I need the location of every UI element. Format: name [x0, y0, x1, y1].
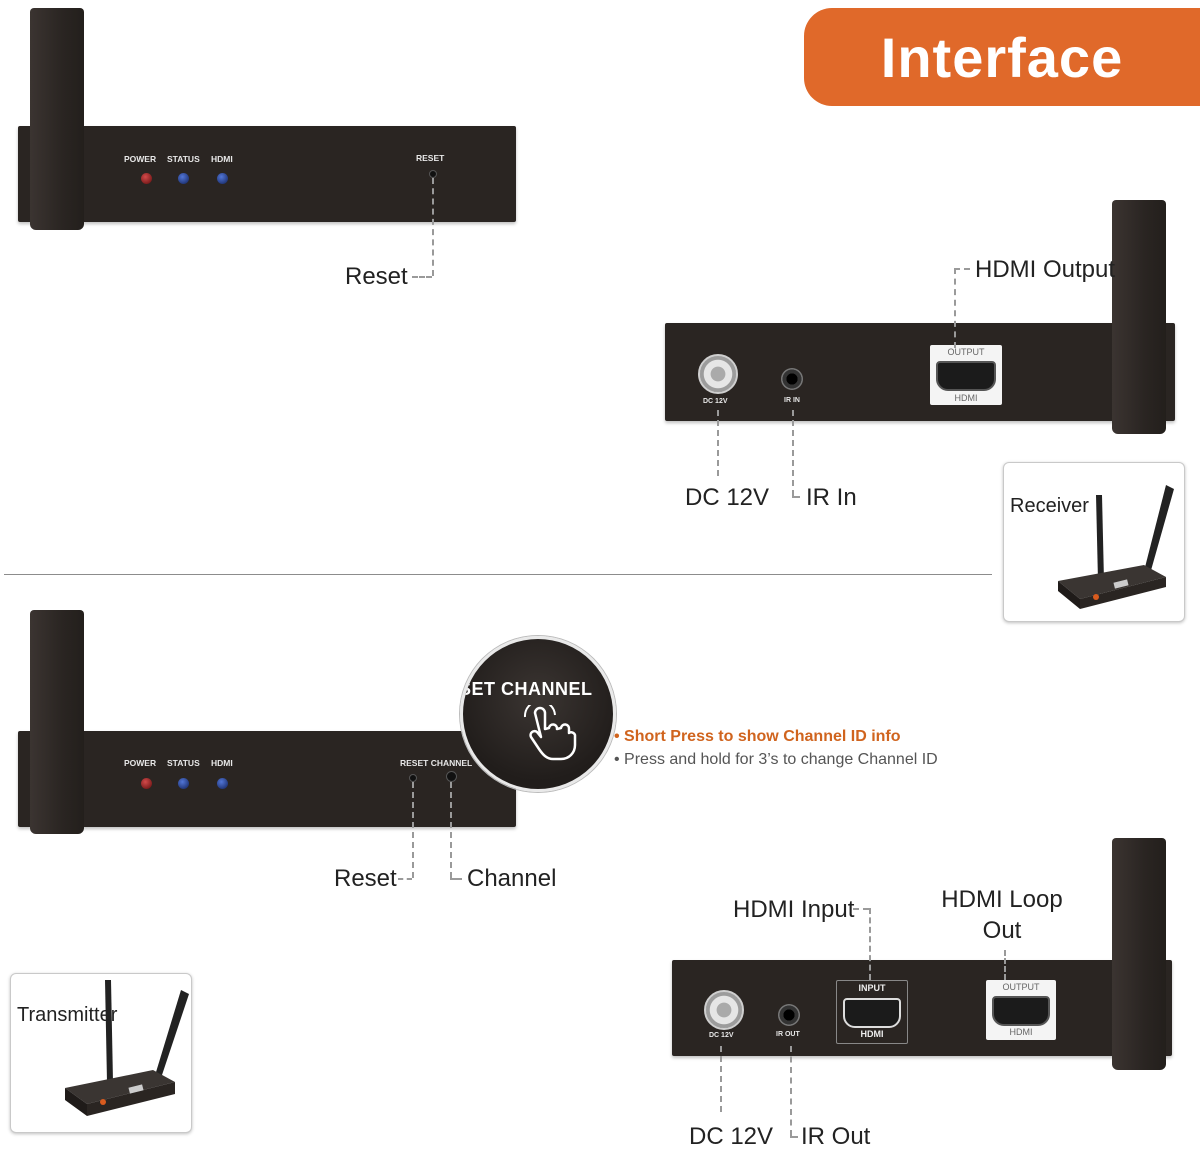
tx-reset-callout-line	[412, 782, 414, 878]
hdmi-led-label: HDMI	[211, 154, 233, 164]
ir-port-label: IR IN	[784, 397, 800, 404]
hdmi-output-plate-label: OUTPUT	[947, 347, 985, 357]
reset-pinhole[interactable]	[429, 170, 437, 178]
reset-label: RESET	[416, 153, 445, 163]
hdmi-output-callout-line-h	[954, 268, 970, 270]
ir-out-callout-line-h	[790, 1136, 798, 1138]
hdmi-input-callout-line	[869, 908, 871, 980]
tx-reset-pinhole[interactable]	[409, 774, 417, 782]
transmitter-front-body	[18, 731, 516, 827]
status-led-label: STATUS	[167, 154, 200, 164]
dc-port-label: DC 12V	[703, 398, 728, 405]
status-led	[178, 173, 189, 184]
tx-dc-power-jack	[704, 990, 744, 1030]
transmitter-front-antenna	[30, 610, 84, 834]
hdmi-input-plate: INPUT HDMI	[836, 980, 908, 1044]
hdmi-loop-out-plate: OUTPUT HDMI	[986, 980, 1056, 1040]
transmitter-product-icon	[65, 980, 189, 1116]
reset-callout-line-h	[412, 276, 432, 278]
ir-out-callout: IR Out	[801, 1123, 871, 1150]
dc-power-jack	[698, 354, 738, 394]
receiver-thumb-label: Receiver	[1010, 495, 1089, 517]
tx-status-led-label: STATUS	[167, 758, 200, 768]
ir-out-callout-line	[790, 1046, 792, 1136]
tx-dc-callout-line	[720, 1046, 722, 1112]
tx-reset-callout-line-h	[398, 878, 412, 880]
channel-callout-line-h	[450, 878, 462, 880]
reset-callout: Reset	[345, 263, 408, 290]
hdmi-loop-out-callout-line2: Out	[982, 917, 1022, 944]
receiver-thumbnail: Receiver	[1003, 462, 1185, 622]
page-title: Interface	[880, 25, 1124, 89]
tx-power-led-label: POWER	[124, 758, 157, 768]
ir-in-callout-line	[792, 410, 794, 496]
hdmi-input-callout-line-h	[853, 908, 869, 910]
transmitter-back-antenna	[1112, 838, 1166, 1070]
tx-power-led	[141, 778, 152, 789]
interface-title-badge: Interface	[804, 8, 1200, 106]
hold-instruction: • Press and hold for 3’s to change Chann…	[614, 751, 938, 768]
receiver-back-antenna	[1112, 200, 1166, 434]
hdmi-loop-out-port	[992, 996, 1050, 1026]
hdmi-input-port	[843, 998, 901, 1028]
transmitter-thumb-label: Transmitter	[17, 1004, 118, 1026]
hdmi-output-callout: HDMI Output	[975, 256, 1116, 283]
zoom-set-channel-text: SET CHANNEL	[460, 679, 593, 699]
hdmi-output-plate: OUTPUT HDMI	[930, 345, 1002, 405]
hdmi-loop-out-callout-line1: HDMI Loop	[941, 886, 1063, 913]
hdmi-input-plate-hdmi: HDMI	[860, 1029, 884, 1039]
reset-callout-line	[432, 178, 434, 276]
hdmi-input-callout: HDMI Input	[733, 896, 855, 923]
receiver-front-body	[18, 126, 516, 222]
power-led-label: POWER	[124, 154, 157, 164]
hand-press-icon	[523, 705, 577, 761]
dc-callout-line	[717, 410, 719, 476]
channel-button[interactable]	[446, 771, 457, 782]
tx-reset-callout: Reset	[334, 865, 397, 892]
hdmi-output-port	[936, 361, 996, 391]
dc-callout: DC 12V	[685, 484, 770, 511]
ir-out-port-label: IR OUT	[776, 1031, 800, 1038]
transmitter-back-body	[672, 960, 1172, 1056]
tx-dc-callout: DC 12V	[689, 1123, 774, 1150]
hdmi-input-plate-label: INPUT	[858, 983, 886, 993]
hdmi-loop-out-callout-line	[1004, 950, 1006, 980]
ir-in-jack	[781, 368, 803, 390]
channel-callout: Channel	[467, 865, 557, 892]
hdmi-loop-out-callout: HDMI Loop Out	[940, 884, 1064, 946]
ir-in-callout-line-h	[792, 496, 800, 498]
transmitter-thumbnail: Transmitter	[10, 973, 192, 1133]
power-led	[141, 173, 152, 184]
hdmi-output-plate-hdmi: HDMI	[954, 393, 978, 403]
short-press-instruction: • Short Press to show Channel ID info	[614, 728, 901, 745]
tx-status-led	[178, 778, 189, 789]
section-divider	[4, 574, 992, 575]
channel-button-zoom: SET CHANNEL	[460, 636, 616, 792]
receiver-front-antenna	[30, 8, 84, 230]
receiver-back-body	[665, 323, 1175, 421]
channel-callout-line	[450, 782, 452, 878]
hdmi-output-callout-line	[954, 268, 956, 348]
hdmi-led	[217, 173, 228, 184]
tx-hdmi-led	[217, 778, 228, 789]
hdmi-loop-out-plate-hdmi: HDMI	[1009, 1027, 1033, 1037]
ir-out-jack	[778, 1004, 800, 1026]
ir-in-callout: IR In	[806, 484, 857, 511]
tx-hdmi-led-label: HDMI	[211, 758, 233, 768]
reset-channel-label: RESET CHANNEL	[400, 758, 473, 768]
receiver-product-icon	[1058, 485, 1174, 609]
hdmi-loop-out-plate-label: OUTPUT	[1002, 982, 1040, 992]
tx-dc-port-label: DC 12V	[709, 1032, 734, 1039]
